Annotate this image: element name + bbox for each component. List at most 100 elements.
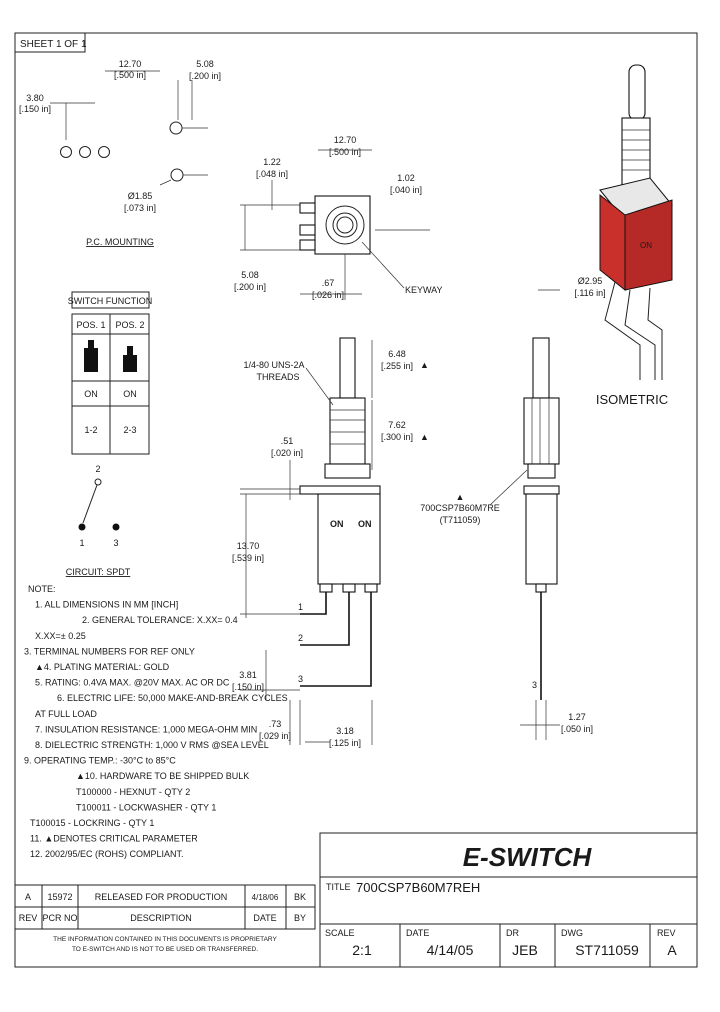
dim-label: 12.70 bbox=[334, 135, 357, 145]
table-header: POS. 1 bbox=[76, 320, 105, 330]
dim-label: [.200 in] bbox=[189, 71, 221, 81]
mounting-plate bbox=[299, 485, 381, 495]
pcr-cell: 15972 bbox=[47, 892, 72, 902]
actuator bbox=[628, 64, 646, 121]
dim-label: 13.70 bbox=[237, 541, 260, 551]
keyway-label: KEYWAY bbox=[405, 285, 443, 295]
bushing-outer bbox=[325, 205, 365, 245]
note-line: 7. INSULATION RESISTANCE: 1,000 MEGA-OHM… bbox=[35, 724, 257, 734]
switch-body-front bbox=[317, 493, 381, 585]
rev-cell: A bbox=[25, 892, 31, 902]
pcb-hole bbox=[79, 146, 91, 158]
disclaimer: TO E-SWITCH AND IS NOT TO BE USED OR TRA… bbox=[72, 946, 258, 953]
pcb-hole bbox=[170, 168, 184, 182]
actuator-side bbox=[532, 337, 550, 399]
actuator-front bbox=[339, 337, 356, 399]
dim-label: 1.27 bbox=[568, 712, 586, 722]
sheet-label: SHEET 1 OF 1 bbox=[20, 39, 87, 50]
note-line: ▲4. PLATING MATERIAL: GOLD bbox=[35, 662, 170, 672]
dim-label: .51 bbox=[281, 436, 294, 446]
dim-label: .73 bbox=[269, 719, 282, 729]
disclaimer: THE INFORMATION CONTAINED IN THIS DOCUME… bbox=[53, 936, 277, 943]
rev-header: REV bbox=[19, 913, 38, 923]
scale-label: SCALE bbox=[325, 928, 355, 938]
dim-label: 1.02 bbox=[397, 173, 415, 183]
pcr-header: PCR NO bbox=[42, 913, 77, 923]
note-line: NOTE: bbox=[28, 584, 56, 594]
dim-label: [.020 in] bbox=[271, 448, 303, 458]
date-value: 4/14/05 bbox=[427, 942, 474, 958]
terminal-label: 1 bbox=[79, 538, 84, 548]
note-line: 2. GENERAL TOLERANCE: X.XX= 0.4 bbox=[82, 615, 238, 625]
dim-label: Ø1.85 bbox=[128, 191, 153, 201]
table-cell: 2-3 bbox=[123, 425, 136, 435]
dim-label: [.050 in] bbox=[561, 724, 593, 734]
thread-note: 1/4-80 UNS-2A bbox=[243, 360, 304, 370]
dim-label: [.026 in] bbox=[312, 290, 344, 300]
dim-label: [.300 in] bbox=[381, 432, 413, 442]
terminal-label: 3 bbox=[113, 538, 118, 548]
note-line: ▲10. HARDWARE TO BE SHIPPED BULK bbox=[76, 771, 249, 781]
pin-label: 3 bbox=[298, 674, 303, 684]
by-header: BY bbox=[294, 913, 306, 923]
sheet-label-box bbox=[14, 32, 86, 53]
note-line: X.XX=± 0.25 bbox=[35, 631, 86, 641]
dim-label: [.116 in] bbox=[574, 288, 605, 298]
date-header: DATE bbox=[253, 913, 276, 923]
pcb-hole bbox=[169, 121, 183, 135]
front-view: ON ON 1 2 3 1/4-80 UNS-2A THREADS 6.48 [… bbox=[232, 337, 429, 748]
dwg-label: DWG bbox=[561, 928, 583, 938]
dim-label: [.500 in] bbox=[114, 70, 146, 80]
note-line: T100015 - LOCKRING - QTY 1 bbox=[30, 818, 154, 828]
note-line: 8. DIELECTRIC STRENGTH: 1,000 V RMS @SEA… bbox=[35, 740, 269, 750]
dim-label: [.040 in] bbox=[390, 185, 422, 195]
on-mark: ON bbox=[330, 519, 344, 529]
note-line: 12. 2002/95/EC (ROHS) COMPLIANT. bbox=[30, 849, 184, 859]
rev-value: A bbox=[667, 942, 677, 958]
pcb-mounting-view: 12.70 [.500 in] 5.08 [.200 in] 3.80 [.15… bbox=[19, 59, 221, 247]
title-label: TITLE bbox=[326, 882, 351, 892]
dim-label: 6.48 bbox=[388, 349, 406, 359]
note-line: T100011 - LOCKWASHER - QTY 1 bbox=[76, 802, 216, 812]
drawing-title: 700CSP7B60M7REH bbox=[356, 880, 480, 895]
date-label: DATE bbox=[406, 928, 429, 938]
note-line: 3. TERMINAL NUMBERS FOR REF ONLY bbox=[24, 646, 195, 656]
notes-block: NOTE: 1. ALL DIMENSIONS IN MM [INCH] 2. GE… bbox=[24, 584, 288, 859]
dim-label: [.029 in] bbox=[259, 731, 291, 741]
description-header: DESCRIPTION bbox=[130, 913, 192, 923]
pcb-hole bbox=[98, 146, 110, 158]
critical-mark: ▲ bbox=[456, 492, 465, 502]
isometric-view: ON Ø2.95 [.116 in] ISOMETRIC bbox=[538, 64, 673, 407]
critical-mark: ▲ bbox=[420, 360, 429, 370]
bushing-inner bbox=[332, 212, 358, 238]
switch-body-top bbox=[314, 195, 371, 255]
pcb-mounting-label: P.C. MOUNTING bbox=[86, 237, 154, 247]
dim-label: 3.18 bbox=[336, 726, 354, 736]
dim-label: Ø2.95 bbox=[578, 276, 603, 286]
dim-label: 5.08 bbox=[241, 270, 259, 280]
date-cell: 4/18/06 bbox=[252, 893, 279, 902]
dim-label: [.150 in] bbox=[232, 682, 264, 692]
dim-label: 3.80 bbox=[26, 93, 44, 103]
table-cell: ON bbox=[84, 389, 98, 399]
critical-mark: ▲ bbox=[420, 432, 429, 442]
dim-label: [.500 in] bbox=[329, 147, 361, 157]
note-line: 9. OPERATING TEMP.: -30°C to 85°C bbox=[24, 756, 176, 766]
scale-value: 2:1 bbox=[352, 942, 372, 958]
description-cell: RELEASED FOR PRODUCTION bbox=[95, 892, 228, 902]
title-block: E-SWITCH TITLE 700CSP7B60M7REH SCALE 2:1… bbox=[319, 832, 698, 968]
pin-label: 3 bbox=[532, 680, 537, 690]
note-line: 1. ALL DIMENSIONS IN MM [INCH] bbox=[35, 600, 178, 610]
dim-label: [.255 in] bbox=[381, 361, 413, 371]
dim-label: [.539 in] bbox=[232, 553, 264, 563]
dim-label: 3.81 bbox=[239, 670, 257, 680]
pcb-hole bbox=[60, 146, 72, 158]
revision-block: A 15972 RELEASED FOR PRODUCTION 4/18/06 … bbox=[14, 884, 316, 953]
on-mark: ON bbox=[640, 241, 652, 250]
bushing-side bbox=[523, 397, 560, 465]
on-mark: ON bbox=[358, 519, 372, 529]
table-cell: 1-2 bbox=[84, 425, 97, 435]
terminal-label: 2 bbox=[95, 464, 100, 474]
dwg-value: ST711059 bbox=[575, 942, 639, 958]
